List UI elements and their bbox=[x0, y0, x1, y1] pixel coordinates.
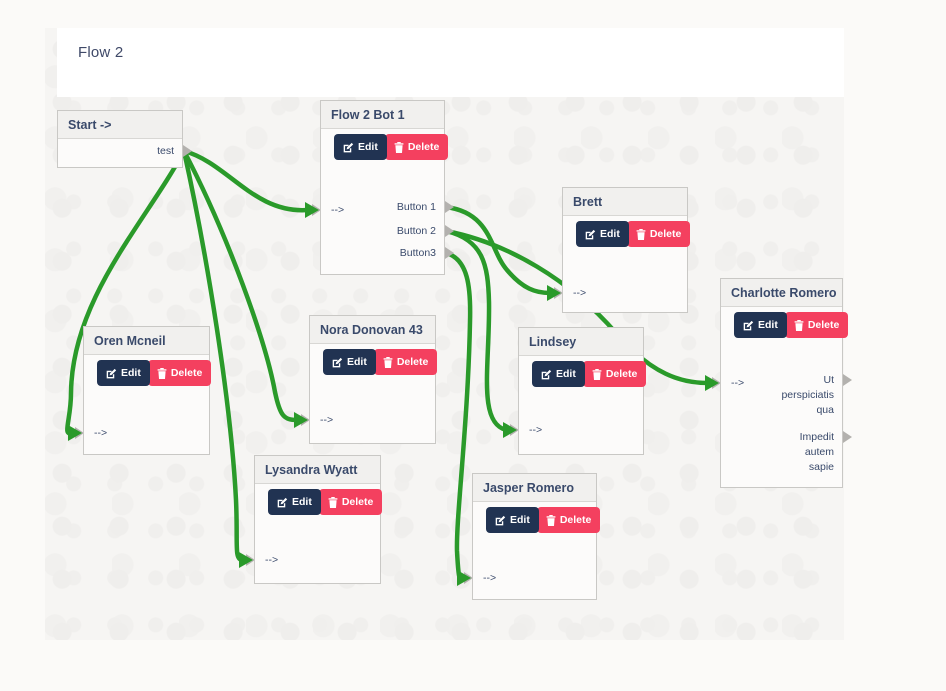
input-port-label[interactable]: --> bbox=[331, 204, 345, 216]
input-port-label[interactable]: --> bbox=[320, 414, 334, 426]
delete-button[interactable]: Delete bbox=[626, 221, 691, 247]
edit-button-label: Edit bbox=[758, 319, 778, 331]
edit-button-label: Edit bbox=[510, 514, 530, 526]
trash-icon bbox=[328, 496, 338, 508]
edit-pencil-icon bbox=[332, 357, 343, 368]
delete-button-label: Delete bbox=[649, 228, 682, 240]
delete-button[interactable]: Delete bbox=[318, 489, 383, 515]
edit-button-label: Edit bbox=[358, 141, 378, 153]
edit-button[interactable]: Edit bbox=[97, 360, 150, 386]
flow-node-start[interactable]: Start -> test bbox=[57, 110, 183, 168]
edit-button[interactable]: Edit bbox=[734, 312, 787, 338]
input-port-label[interactable]: --> bbox=[265, 554, 279, 566]
trash-icon bbox=[794, 319, 804, 331]
node-title: Jasper Romero bbox=[473, 474, 596, 502]
edit-pencil-icon bbox=[585, 229, 596, 240]
flow-header-bar: Flow 2 bbox=[57, 28, 844, 97]
node-title: Lysandra Wyatt bbox=[255, 456, 380, 484]
input-port-label[interactable]: --> bbox=[529, 424, 543, 436]
trash-icon bbox=[592, 368, 602, 380]
node-title: Nora Donovan 43 bbox=[310, 316, 435, 344]
edit-button[interactable]: Edit bbox=[268, 489, 321, 515]
delete-button[interactable]: Delete bbox=[373, 349, 438, 375]
flow-node-lindsey[interactable]: Lindsey Edit bbox=[518, 327, 647, 455]
delete-button-label: Delete bbox=[341, 496, 374, 508]
flow-node-jasper[interactable]: Jasper Romero Edit bbox=[472, 473, 601, 600]
output-port-label-b2[interactable]: Button 2 bbox=[396, 225, 436, 237]
edit-button-label: Edit bbox=[121, 367, 141, 379]
delete-button[interactable]: Delete bbox=[147, 360, 212, 386]
delete-button-label: Delete bbox=[807, 319, 840, 331]
edit-button[interactable]: Edit bbox=[323, 349, 376, 375]
edit-button[interactable]: Edit bbox=[576, 221, 629, 247]
flow-node-oren[interactable]: Oren Mcneil Edit bbox=[83, 326, 212, 455]
delete-button-label: Delete bbox=[559, 514, 592, 526]
flow-node-bot1[interactable]: Flow 2 Bot 1 Edit bbox=[320, 100, 449, 275]
output-port-label-test[interactable]: test bbox=[157, 145, 174, 157]
edit-button[interactable]: Edit bbox=[486, 507, 539, 533]
delete-button[interactable]: Delete bbox=[384, 134, 449, 160]
delete-button[interactable]: Delete bbox=[536, 507, 601, 533]
delete-button-label: Delete bbox=[170, 367, 203, 379]
trash-icon bbox=[394, 141, 404, 153]
edit-button-label: Edit bbox=[600, 228, 620, 240]
node-title: Lindsey bbox=[519, 328, 643, 356]
trash-icon bbox=[157, 367, 167, 379]
delete-button-label: Delete bbox=[407, 141, 440, 153]
edit-pencil-icon bbox=[743, 320, 754, 331]
edit-pencil-icon bbox=[541, 369, 552, 380]
edit-pencil-icon bbox=[106, 368, 117, 379]
flow-node-charlotte[interactable]: Charlotte Romero Edit bbox=[720, 278, 849, 488]
trash-icon bbox=[383, 356, 393, 368]
edit-pencil-icon bbox=[277, 497, 288, 508]
edit-button[interactable]: Edit bbox=[334, 134, 387, 160]
edit-pencil-icon bbox=[343, 142, 354, 153]
delete-button[interactable]: Delete bbox=[582, 361, 647, 387]
output-port-triangle bbox=[843, 431, 852, 443]
node-title: Charlotte Romero bbox=[721, 279, 842, 307]
flow-node-nora[interactable]: Nora Donovan 43 Edit bbox=[309, 315, 438, 444]
delete-button-label: Delete bbox=[396, 356, 429, 368]
output-port-label-b1[interactable]: Button 1 bbox=[396, 201, 436, 213]
edit-button[interactable]: Edit bbox=[532, 361, 585, 387]
input-port-label[interactable]: --> bbox=[731, 377, 745, 389]
node-title: Flow 2 Bot 1 bbox=[321, 101, 444, 129]
input-port-label[interactable]: --> bbox=[483, 572, 497, 584]
node-title: Brett bbox=[563, 188, 687, 216]
input-port-label[interactable]: --> bbox=[573, 287, 587, 299]
flow-title: Flow 2 bbox=[78, 44, 124, 61]
delete-button-label: Delete bbox=[605, 368, 638, 380]
output-port-triangle bbox=[843, 374, 852, 386]
output-port-label-out1[interactable]: Ut perspiciatis qua bbox=[781, 374, 834, 416]
node-title: Oren Mcneil bbox=[84, 327, 209, 355]
flow-node-brett[interactable]: Brett Edit De bbox=[562, 187, 691, 313]
delete-button[interactable]: Delete bbox=[784, 312, 849, 338]
edit-button-label: Edit bbox=[347, 356, 367, 368]
trash-icon bbox=[636, 228, 646, 240]
edit-button-label: Edit bbox=[292, 496, 312, 508]
edit-pencil-icon bbox=[495, 515, 506, 526]
input-port-label[interactable]: --> bbox=[94, 427, 108, 439]
output-port-label-b3[interactable]: Button3 bbox=[399, 247, 436, 259]
flow-node-lysandra[interactable]: Lysandra Wyatt Edit bbox=[254, 455, 383, 584]
trash-icon bbox=[546, 514, 556, 526]
node-title: Start -> bbox=[58, 111, 182, 139]
edit-button-label: Edit bbox=[556, 368, 576, 380]
output-port-label-out2[interactable]: Impedit autem sapie bbox=[799, 431, 834, 473]
